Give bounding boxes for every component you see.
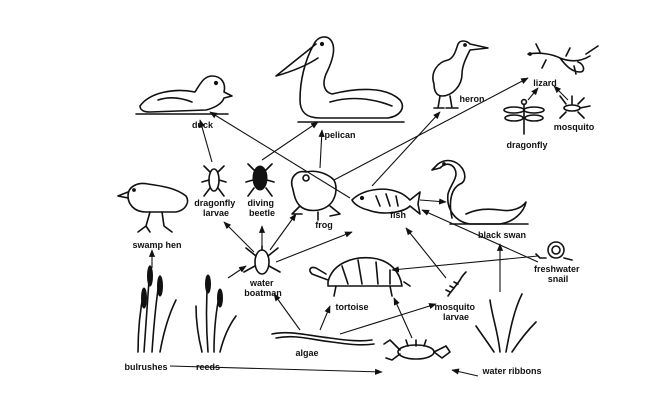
label-swamp-hen: swamp hen (132, 240, 181, 250)
swamp-hen-drawing (117, 182, 189, 233)
label-bulrushes: bulrushes (124, 362, 167, 372)
algae-drawing (271, 331, 375, 346)
label-dragonfly-larvae-line1: dragonfly (194, 198, 235, 208)
arrow-water-boatman-to-frog (269, 213, 297, 251)
freshwater-snail-drawing (535, 241, 573, 261)
label-tortoise: tortoise (335, 302, 368, 312)
heron-drawing (432, 40, 489, 109)
label-mosquito-larvae-line1: mosquito (434, 302, 475, 312)
label-duck: duck (192, 120, 214, 130)
label-freshwater-snail-line1: freshwater (534, 264, 580, 274)
arrow-dragonfly-larvae-to-duck (198, 119, 213, 163)
label-water-boatman-line1: water (249, 278, 274, 288)
arrow-freshwater-snail-to-fish (421, 209, 539, 263)
label-dragonfly-larvae-line2: larvae (203, 208, 229, 218)
arrow-mosquito-larvae-to-fish (405, 227, 447, 279)
label-black-swan: black swan (478, 230, 526, 240)
arrow-frog-to-pelican (318, 129, 325, 169)
mosquito-larvae-drawing (445, 271, 467, 297)
label-freshwater-snail: freshwater snail (534, 264, 582, 284)
lizard-drawing (527, 43, 599, 75)
arrow-fish-to-black-swan (419, 198, 447, 205)
label-mosquito-larvae-line2: larvae (443, 312, 469, 322)
label-mosquito-larvae: mosquito larvae (434, 302, 477, 322)
arrow-dragonfly-to-lizard (527, 87, 539, 101)
water-boatman-drawing (243, 245, 281, 275)
arrow-water-boatman-to-fish (275, 231, 353, 263)
bulrushes-drawing (137, 265, 177, 353)
mosquito-drawing (559, 95, 591, 119)
arrow-fish-to-heron (371, 111, 441, 187)
label-diving-beetle: diving beetle (247, 198, 276, 218)
arrow-yabby-to-tortoise (393, 297, 413, 339)
label-pelican: pelican (324, 130, 355, 140)
arrow-algae-to-tortoise (319, 305, 331, 331)
label-heron: heron (459, 94, 484, 104)
arrow-water-boatman-to-dragonfly-larvae (223, 221, 255, 253)
feeding-arrows (148, 77, 569, 377)
label-algae: algae (295, 348, 318, 358)
frog-drawing (290, 170, 341, 221)
label-dragonfly: dragonfly (506, 140, 547, 150)
label-mosquito: mosquito (554, 122, 595, 132)
label-lizard: lizard (533, 78, 557, 88)
label-fish: fish (390, 210, 406, 220)
reeds-drawing (195, 274, 237, 353)
arrow-frog-to-lizard (333, 77, 529, 181)
dragonfly-larvae-drawing (201, 165, 227, 197)
water-ribbons-drawing (475, 293, 537, 353)
tortoise-drawing (309, 256, 411, 297)
arrow-algae-to-water-boatman (273, 293, 301, 331)
label-water-boatman-line2: boatman (244, 288, 282, 298)
arrow-freshwater-snail-to-tortoise (391, 255, 539, 273)
dragonfly-drawing (503, 98, 545, 135)
arrow-diving-beetle-to-pelican (261, 121, 319, 161)
fish-drawing (351, 188, 421, 215)
yabby-drawing (383, 339, 451, 361)
black-swan-drawing (431, 159, 529, 225)
arrow-fish-to-duck (209, 111, 351, 199)
label-frog: frog (315, 220, 333, 230)
arrow-water-ribbons-to-yabby (451, 368, 479, 377)
pelican-drawing (275, 36, 405, 123)
label-water-ribbons: water ribbons (481, 366, 541, 376)
label-dragonfly-larvae: dragonfly larvae (194, 198, 238, 218)
arrow-mosquito-to-lizard (553, 85, 569, 101)
diving-beetle-drawing (245, 163, 275, 197)
duck-drawing (135, 75, 233, 115)
label-freshwater-snail-line2: snail (548, 274, 569, 284)
arrow-bulrushes-to-yabby (169, 365, 383, 375)
label-diving-beetle-line2: beetle (249, 208, 275, 218)
label-diving-beetle-line1: diving (247, 198, 274, 208)
arrow-reeds-to-water-boatman (227, 265, 247, 279)
label-water-boatman: water boatman (244, 278, 282, 298)
label-reeds: reeds (196, 362, 220, 372)
arrow-algae-to-mosquito-larvae (339, 303, 437, 335)
